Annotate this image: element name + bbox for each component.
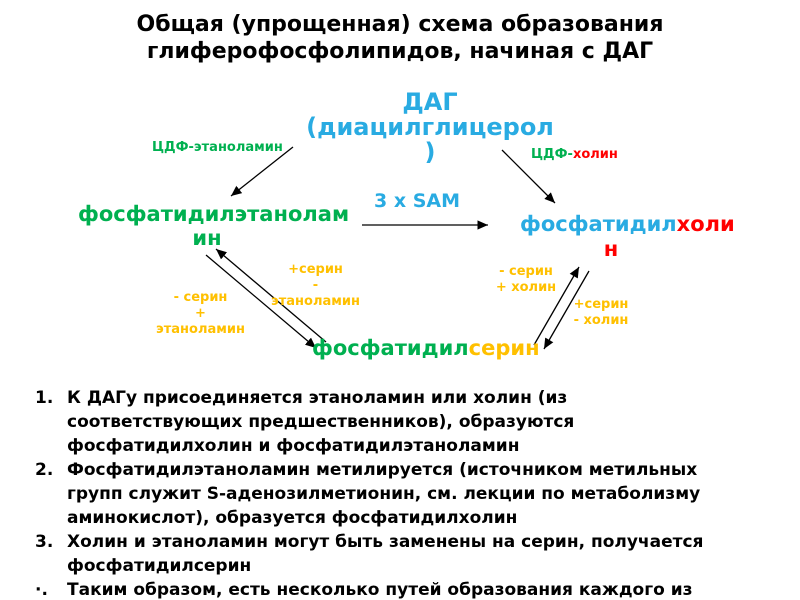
note-item-2: 2. Фосфатидилэтаноламин метилируется (ис… [35, 458, 759, 530]
slide-title: Общая (упрощенная) схема образования гли… [0, 12, 800, 66]
node-pc-prefix: фосфатидил [520, 212, 677, 236]
node-phosphatidylserine: фосфатидилсерин [312, 336, 540, 360]
note-marker: 2. [35, 460, 54, 480]
label-cdp-choline-suffix: холин [572, 147, 618, 162]
node-ps-suffix: серин [468, 336, 540, 360]
node-pc-line1: фосфатидилхоли [520, 212, 735, 237]
node-pe-line1: фосфатидилэтанолам [78, 202, 350, 226]
notes-list: 1. К ДАГу присоединяется этаноламин или … [35, 386, 759, 600]
node-phosphatidylethanolamine: фосфатидилэтанолам ин [78, 202, 350, 250]
note-text: Таким образом, есть несколько путей обра… [67, 580, 693, 600]
note-item-4: ·. Таким образом, есть несколько путей о… [35, 578, 759, 600]
note-item-3: 3. Холин и этаноламин могут быть заменен… [35, 530, 759, 578]
label-minus-serine-plus-choline: - серин + холин [495, 264, 557, 295]
label-plus-serine-minus-choline: +серин - холин [573, 297, 629, 328]
note-text: Фосфатидилэтаноламин метилируется (источ… [67, 460, 701, 528]
node-pc-mid: холи [676, 212, 735, 236]
node-pc-line2: н [603, 237, 619, 261]
node-pe-line2: ин [192, 226, 222, 250]
note-marker: 1. [35, 388, 54, 408]
node-phosphatidylcholine: фосфатидилхоли н [520, 212, 735, 262]
slide-title-line2: глиферофосфолипидов, начиная с ДАГ [146, 38, 654, 64]
note-text: Холин и этаноламин могут быть заменены н… [67, 532, 704, 576]
label-minus-serine-plus-ethanolamine: - серин + этаноламин [156, 290, 245, 337]
slide-title-line1: Общая (упрощенная) схема образования [136, 12, 664, 37]
note-marker: ·. [35, 580, 48, 600]
node-ps-prefix: фосфатидил [312, 336, 469, 360]
note-item-1: 1. К ДАГу присоединяется этаноламин или … [35, 386, 759, 458]
label-cdp-choline-prefix: ЦДФ- [531, 147, 573, 162]
label-cdp-choline: ЦДФ-холин [531, 147, 618, 162]
node-dag: ДАГ (диацилглицерол ) [306, 88, 554, 166]
note-text: К ДАГу присоединяется этаноламин или хол… [67, 388, 575, 456]
label-cdp-ethanolamine: ЦДФ-этаноламин [152, 140, 283, 155]
label-3x-sam: 3 х SAM [374, 190, 461, 212]
label-plus-serine-minus-ethanolamine: +серин - этаноламин [271, 262, 360, 309]
note-marker: 3. [35, 532, 54, 552]
